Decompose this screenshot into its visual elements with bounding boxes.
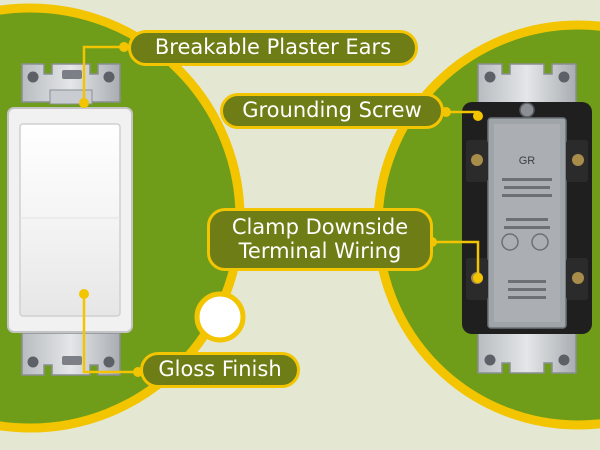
callout-clamp-line-2: Terminal Wiring (238, 238, 402, 263)
decorative-dot-icon (194, 291, 246, 343)
callout-grounding-screw-label: Grounding Screw (242, 98, 422, 122)
callout-gloss-finish-label: Gloss Finish (158, 357, 282, 381)
grounding-screw (519, 102, 535, 118)
bottom-plaster-ears (21, 332, 121, 376)
rocker-switch-front-icon (7, 63, 133, 376)
top-plaster-ears (21, 63, 121, 103)
ground-marking: GR (519, 155, 536, 167)
callout-gloss-finish: Gloss Finish (140, 352, 300, 388)
callout-plaster-ears: Breakable Plaster Ears (128, 30, 418, 66)
callout-clamp-line-1: Clamp Downside (231, 215, 409, 239)
callout-plaster-ears-label: Breakable Plaster Ears (154, 35, 392, 59)
switch-back-housing-icon (462, 63, 592, 374)
callout-grounding-screw: Grounding Screw (220, 93, 444, 129)
rocker-paddle (19, 123, 121, 317)
callout-clamp-downside: Clamp Downside Terminal Wiring (207, 208, 433, 272)
